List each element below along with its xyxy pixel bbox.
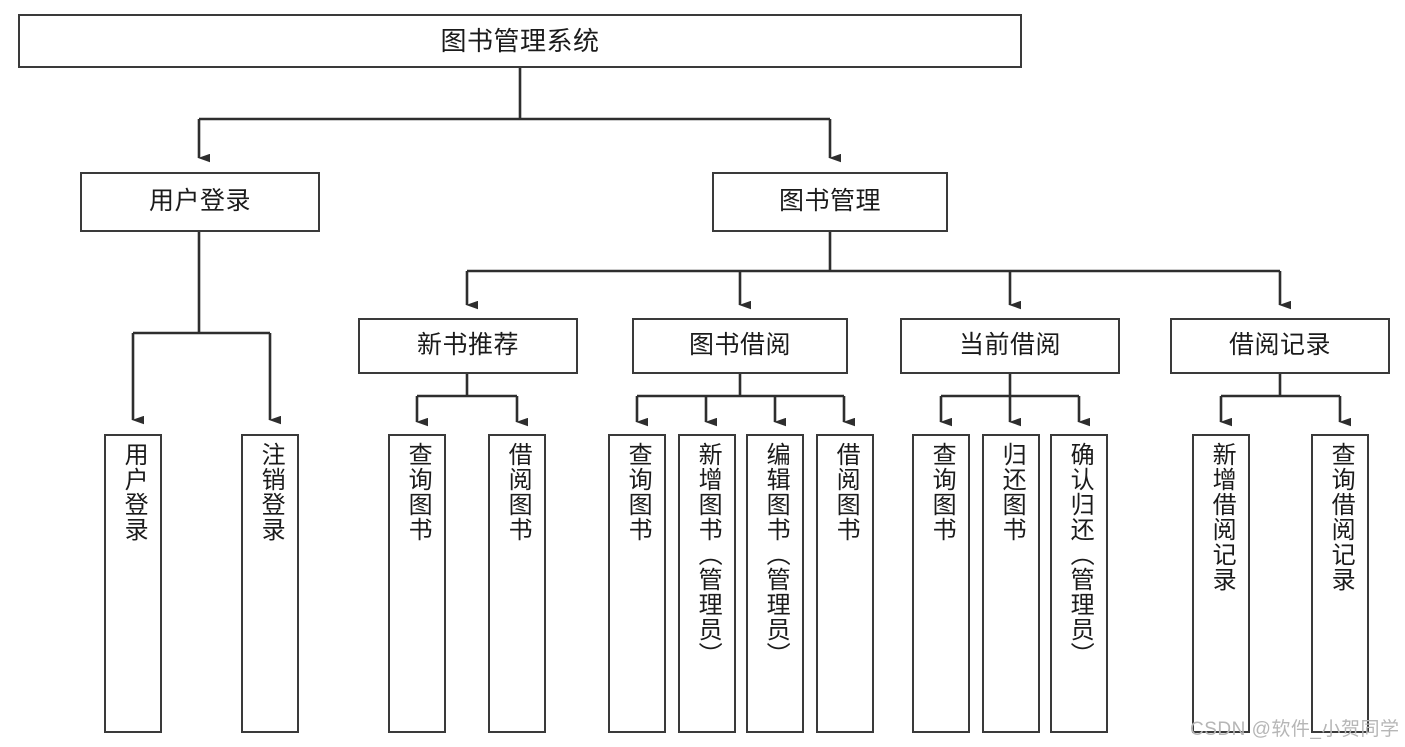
node-leaf-add-book[interactable]: 新增图书（管理员） (678, 434, 736, 733)
node-leaf-query-record-label: 查询借阅记录 (1327, 442, 1355, 592)
node-leaf-add-record[interactable]: 新增借阅记录 (1192, 434, 1250, 733)
node-book-management[interactable]: 图书管理 (712, 172, 948, 232)
node-book-management-label: 图书管理 (778, 187, 881, 216)
node-leaf-query-book-2[interactable]: 查询图书 (608, 434, 666, 733)
node-leaf-query-book-3-label: 查询图书 (928, 442, 956, 542)
node-new-book-recommend[interactable]: 新书推荐 (358, 318, 578, 374)
node-leaf-add-book-label: 新增图书（管理员） (694, 442, 722, 667)
node-borrow-record[interactable]: 借阅记录 (1170, 318, 1390, 374)
node-leaf-confirm-return-label: 确认归还（管理员） (1066, 442, 1094, 667)
node-leaf-return-book[interactable]: 归还图书 (982, 434, 1040, 733)
node-leaf-borrow-book-1[interactable]: 借阅图书 (488, 434, 546, 733)
node-leaf-return-book-label: 归还图书 (998, 442, 1026, 542)
node-leaf-borrow-book-2[interactable]: 借阅图书 (816, 434, 874, 733)
node-current-borrow-label: 当前借阅 (958, 331, 1061, 360)
node-leaf-query-book-1-label: 查询图书 (404, 442, 432, 542)
watermark-text: CSDN @软件_小贺同学 (1190, 719, 1400, 740)
node-book-borrow[interactable]: 图书借阅 (632, 318, 848, 374)
node-book-borrow-label: 图书借阅 (688, 331, 791, 360)
node-leaf-add-record-label: 新增借阅记录 (1208, 442, 1236, 592)
node-leaf-borrow-book-2-label: 借阅图书 (832, 442, 860, 542)
node-user-login[interactable]: 用户登录 (80, 172, 320, 232)
node-leaf-query-record[interactable]: 查询借阅记录 (1311, 434, 1369, 733)
node-leaf-user-login-label: 用户登录 (120, 442, 148, 542)
node-root[interactable]: 图书管理系统 (18, 14, 1022, 68)
node-root-label: 图书管理系统 (440, 25, 600, 56)
node-leaf-borrow-book-1-label: 借阅图书 (504, 442, 532, 542)
node-leaf-query-book-1[interactable]: 查询图书 (388, 434, 446, 733)
node-leaf-logout-login-label: 注销登录 (257, 442, 285, 542)
node-leaf-edit-book[interactable]: 编辑图书（管理员） (746, 434, 804, 733)
node-new-book-recommend-label: 新书推荐 (416, 331, 519, 360)
node-leaf-logout-login[interactable]: 注销登录 (241, 434, 299, 733)
node-borrow-record-label: 借阅记录 (1228, 331, 1331, 360)
node-leaf-query-book-3[interactable]: 查询图书 (912, 434, 970, 733)
node-current-borrow[interactable]: 当前借阅 (900, 318, 1120, 374)
node-leaf-query-book-2-label: 查询图书 (624, 442, 652, 542)
node-user-login-label: 用户登录 (148, 187, 251, 216)
node-leaf-user-login[interactable]: 用户登录 (104, 434, 162, 733)
node-leaf-confirm-return[interactable]: 确认归还（管理员） (1050, 434, 1108, 733)
node-leaf-edit-book-label: 编辑图书（管理员） (762, 442, 790, 667)
